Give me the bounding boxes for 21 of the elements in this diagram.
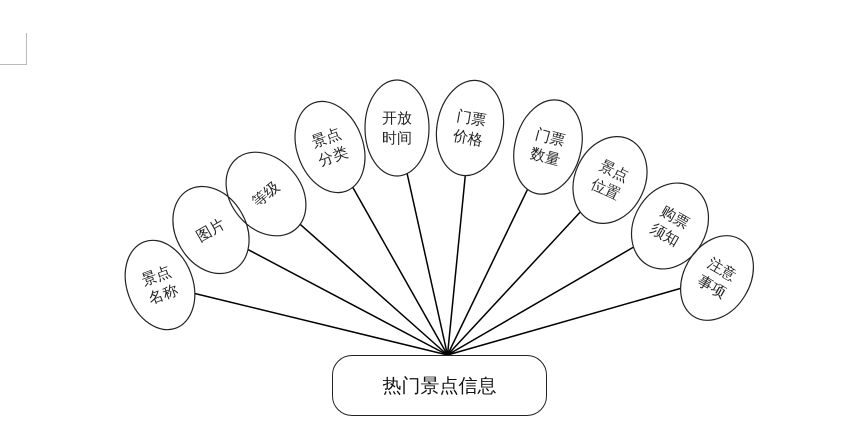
attribute-label: 门票价格 — [450, 105, 489, 150]
attribute-label: 景点分类 — [308, 122, 352, 172]
attribute-label: 门票数量 — [527, 123, 568, 170]
attribute-label: 景点位置 — [586, 154, 633, 205]
attribute-label: 注意事项 — [692, 252, 741, 304]
entity-box: 热门景点信息 — [332, 355, 547, 416]
connector-line — [447, 246, 634, 356]
connector-line — [447, 288, 681, 356]
attribute-label: 等级 — [247, 176, 284, 212]
attribute-label: 图片 — [192, 213, 230, 247]
connector-line — [446, 212, 581, 356]
connector-line — [446, 189, 528, 356]
connector-line — [194, 292, 448, 356]
connector-line — [352, 187, 448, 356]
attribute-label: 开放时间 — [381, 108, 412, 148]
connector-line — [406, 173, 448, 356]
connector-line — [248, 248, 448, 356]
attribute-label: 购票须知 — [646, 200, 694, 252]
connector-line — [446, 176, 466, 356]
attribute-label: 景点名称 — [138, 260, 182, 310]
connector-line — [300, 224, 448, 356]
